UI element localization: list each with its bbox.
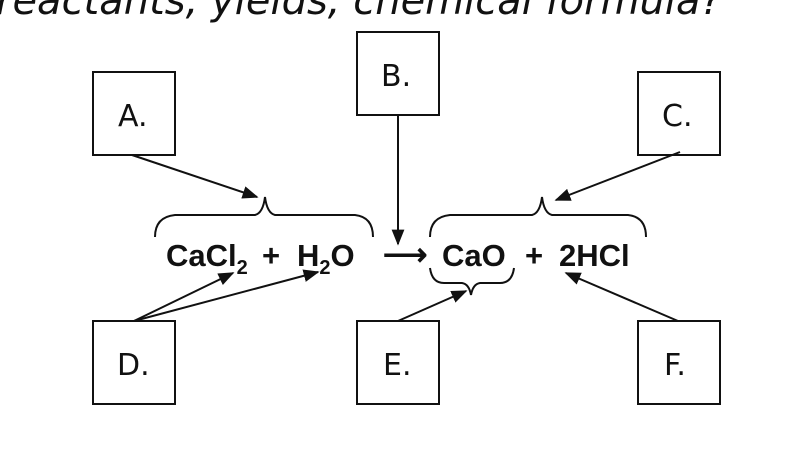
box-d-label: D. xyxy=(117,348,150,383)
arrow-f-to-2hcl xyxy=(564,272,679,322)
reactants-brace xyxy=(154,196,374,238)
yields-arrow: ⟶ xyxy=(383,237,427,272)
reactant-h2o-subscript: 2 xyxy=(319,257,330,279)
plus-sign-reactants: + xyxy=(262,238,280,273)
plus-sign-products: + xyxy=(525,238,543,273)
box-c-label: C. xyxy=(662,99,692,134)
cao-brace xyxy=(429,267,515,296)
arrow-e-to-cao xyxy=(397,290,468,322)
products-brace xyxy=(429,196,647,238)
reactant-h2o-o: O xyxy=(331,238,355,273)
product-line: CaO +2HCl xyxy=(442,238,630,273)
reactant-h2o-h: H xyxy=(297,238,319,273)
box-d[interactable]: D. xyxy=(92,320,176,405)
equation-line: CaCl2+H2O xyxy=(166,238,355,279)
arrow-d-to-water xyxy=(133,269,320,322)
box-b-label: B. xyxy=(381,59,411,94)
box-c[interactable]: C. xyxy=(637,71,721,156)
title-fragment: reactants, yields, chemical formula? xyxy=(0,0,722,24)
product-cao: CaO xyxy=(442,238,506,273)
arrow-d-to-calcium xyxy=(133,272,235,322)
reactant-cacl2-subscript: 2 xyxy=(237,257,248,279)
reactant-cacl2-base: CaCl xyxy=(166,238,237,273)
box-a-label: A. xyxy=(118,99,148,134)
box-e-label: E. xyxy=(383,348,412,383)
box-e[interactable]: E. xyxy=(356,320,440,405)
arrow-a-to-reactants xyxy=(131,154,259,199)
box-b[interactable]: B. xyxy=(356,31,440,116)
box-a[interactable]: A. xyxy=(92,71,176,156)
box-f-label: F. xyxy=(664,348,686,383)
product-2hcl: 2HCl xyxy=(559,238,630,273)
arrow-c-to-products xyxy=(554,151,681,201)
box-f[interactable]: F. xyxy=(637,320,721,405)
